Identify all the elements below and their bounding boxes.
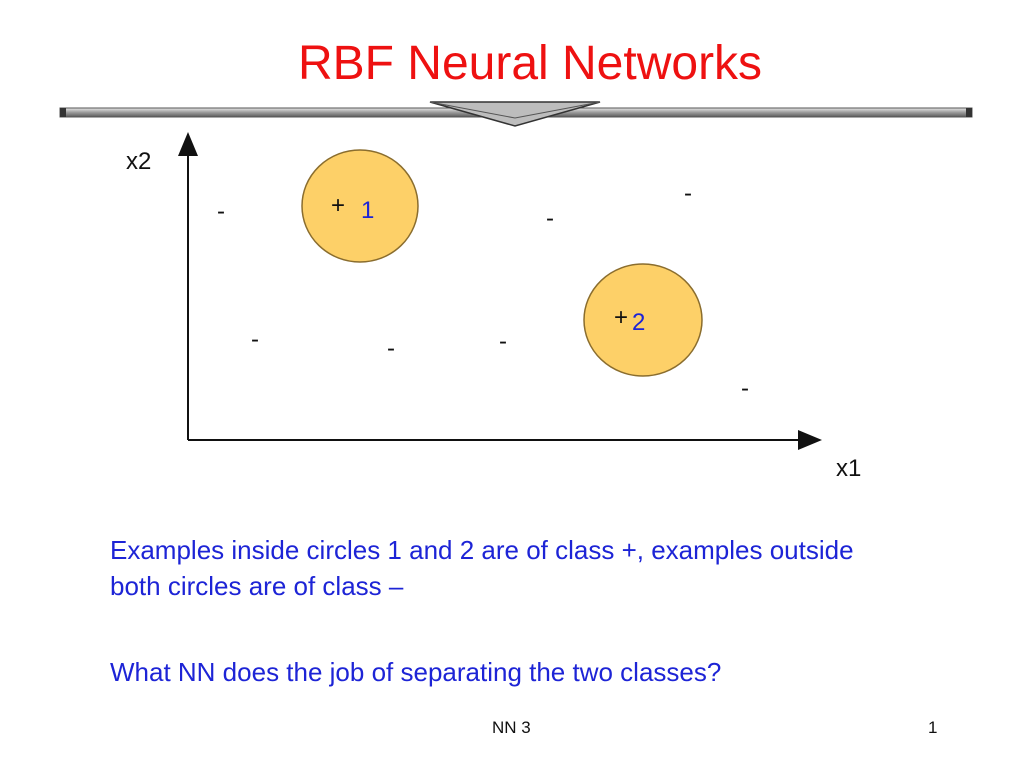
- circle-1-plus-label: +: [331, 192, 346, 219]
- minus-point: -: [499, 328, 507, 355]
- circle-1: [301, 149, 419, 263]
- circle-1-number: 1: [361, 197, 375, 224]
- minus-point: -: [217, 198, 225, 225]
- slide-title: RBF Neural Networks: [297, 37, 763, 90]
- page-number: 1: [928, 718, 938, 737]
- circle-2-plus-label: +: [614, 304, 629, 331]
- axis-y-label: x2: [126, 148, 152, 175]
- minus-point: -: [546, 205, 554, 232]
- axis-x-label: x1: [836, 455, 862, 482]
- circle-2-number: 2: [632, 309, 646, 336]
- description-paragraph: Examples inside circles 1 and 2 are of c…: [110, 535, 854, 601]
- minus-point: -: [684, 180, 692, 207]
- minus-point: -: [387, 335, 395, 362]
- minus-point: -: [251, 326, 259, 353]
- question-paragraph: What NN does the job of separating the t…: [110, 657, 722, 687]
- circle-2: [583, 263, 703, 377]
- title-divider-arrow-icon: [429, 101, 601, 127]
- footer-label: NN 3: [492, 718, 531, 737]
- minus-point: -: [741, 375, 749, 402]
